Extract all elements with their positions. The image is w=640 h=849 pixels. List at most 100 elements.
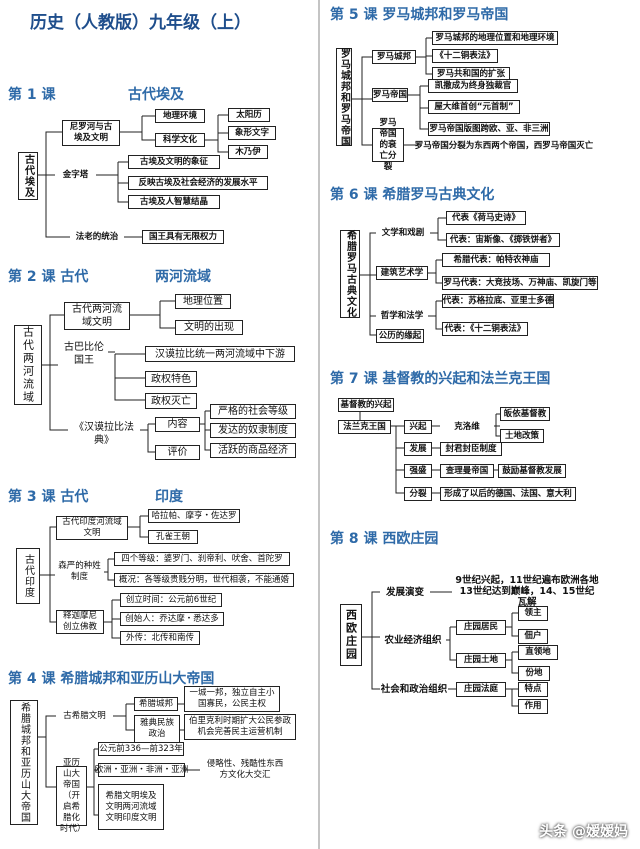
l8-node-agriculture: 农业经济组织 [380, 633, 446, 648]
l8-node-land: 庄园土地 [456, 653, 506, 668]
lesson-7-heading: 第 7 课 基督教的兴起和法兰克王国 [330, 371, 551, 387]
l6-root: 希腊罗马古典文化 [340, 230, 360, 318]
l2-node-location: 地理位置 [175, 294, 231, 309]
l2-node-origin: 文明的出现 [175, 320, 243, 335]
lesson-3-topic: 印度 [155, 489, 183, 505]
l4-node-impact: 侵略性、残酷性东西方文化大交汇 [200, 757, 290, 783]
lesson-3-heading: 第 3 课 古代 [8, 489, 89, 505]
l5-node-empire: 罗马帝国 [372, 88, 408, 102]
l7-node-frankish: 法兰克王国 [338, 420, 391, 434]
l6-node-parthenon: 希腊代表：帕特农神庙 [442, 253, 550, 267]
l5-node-geography: 罗马城邦的地理位置和地理环境 [432, 31, 558, 45]
l1-node-nile: 尼罗河与古埃及文明 [62, 120, 120, 146]
l7-node-land-policy: 土地改策 [500, 429, 544, 443]
l4-node-city-state: 希腊城邦 [134, 697, 178, 711]
l1-node-culture: 科学文化 [155, 133, 205, 147]
lesson-5-heading: 第 5 课 罗马城邦和罗马帝国 [330, 7, 509, 23]
l5-root: 罗马城邦和罗马帝国 [336, 48, 352, 147]
l6-node-literature: 文学和戏剧 [376, 226, 430, 240]
l2-node-slavery: 发达的奴隶制度 [210, 423, 296, 438]
l5-node-territory: 罗马帝国版图跨欧、亚、非三洲 [428, 122, 550, 136]
l7-node-clovis: 克洛维 [440, 420, 494, 434]
l3-node-caste-overview: 概况：各等级贵贱分明，世代相袭，不能通婚 [114, 573, 294, 587]
l7-node-rise: 兴起 [404, 420, 432, 434]
l8-node-plot: 份地 [518, 666, 550, 681]
l4-node-alexander: 亚历山大帝国（开启希腊化时代） [56, 758, 87, 834]
l8-node-lord: 领主 [518, 606, 548, 621]
l1-node-wisdom: 古埃及人智慧结晶 [128, 195, 220, 209]
l8-node-function: 作用 [518, 699, 548, 714]
lesson-2-topic: 两河流域 [155, 269, 211, 285]
l5-node-decline: 罗马帝国的衰亡分裂 [372, 118, 404, 172]
l8-root: 西欧庄园 [340, 604, 362, 666]
l3-root: 古代印度 [16, 548, 40, 604]
l7-node-convert: 皈依基督教 [500, 407, 550, 421]
l2-node-babylon: 古巴比伦国王 [60, 340, 108, 368]
lesson-8-heading: 第 8 课 西欧庄园 [330, 531, 439, 547]
lesson-1-heading: 第 1 课 [8, 87, 56, 103]
l1-node-symbol: 古埃及文明的象征 [128, 155, 220, 169]
l2-node-hierarchy: 严格的社会等级 [210, 404, 296, 419]
l8-node-residents: 庄园居民 [456, 620, 506, 635]
l2-node-code: 《汉谟拉比法典》 [68, 420, 140, 448]
l2-node-evaluation: 评价 [155, 445, 200, 460]
l6-node-homer: 代表《荷马史诗》 [446, 211, 526, 225]
l6-node-calendar: 公历的缘起 [376, 329, 424, 343]
l8-node-timeline: 9世纪兴起，11世纪遍布欧洲各地13世纪达到巅峰，14、15世纪瓦解 [452, 575, 602, 608]
l8-node-evolution: 发展演变 [380, 585, 430, 600]
l6-node-law: 代表：《十二铜表法》 [442, 322, 528, 336]
l8-node-social: 社会和政治组织 [380, 682, 448, 697]
lesson-2-heading: 第 2 课 古代 [8, 269, 89, 285]
l2-node-content: 内容 [155, 417, 200, 432]
l4-node-city-state-desc: 一城一邦，独立自主小国寡民，公民主权 [184, 686, 280, 712]
l1-node-calendar: 太阳历 [228, 108, 270, 122]
l2-node-regime: 政权特色 [145, 371, 197, 387]
l3-node-four-ranks: 四个等级：婆罗门、刹帝利、吠舍、首陀罗 [114, 552, 290, 566]
l3-node-buddhism: 释迦摩尼创立佛教 [56, 610, 104, 634]
page-title: 历史（人教版）九年级（上） [30, 13, 251, 33]
l1-node-pharaoh: 法老的统治 [70, 230, 124, 244]
l5-node-twelve-tables: 《十二铜表法》 [432, 49, 498, 63]
l8-node-feature: 特点 [518, 682, 548, 697]
l8-node-demesne: 直领地 [518, 645, 558, 660]
l7-node-charlemagne: 查理曼帝国 [440, 464, 494, 478]
l3-node-spread: 外传：北传和南传 [120, 631, 200, 645]
l1-node-pyramid: 金字塔 [55, 168, 96, 182]
l1-node-geography: 地理环境 [155, 109, 205, 123]
l7-node-encourage: 鼓励基督教发展 [498, 464, 566, 478]
lesson-6-heading: 第 6 课 希腊罗马古典文化 [330, 187, 495, 203]
l7-node-feudal: 封君封臣制度 [440, 442, 502, 456]
l3-node-founder: 创始人：乔达摩・悉达多 [120, 612, 224, 626]
l3-node-maurya: 孔雀王朝 [148, 530, 198, 544]
l5-node-augustus: 屋大维首创“元首制” [428, 100, 520, 114]
l1-root: 古代埃及 [18, 152, 38, 200]
l2-root: 古代两河流域 [14, 325, 42, 405]
l4-node-period: 公元前336—前323年 [98, 742, 184, 756]
l1-node-economy: 反映古埃及社会经济的发展水平 [128, 176, 268, 190]
lesson-1-topic: 古代埃及 [128, 87, 184, 103]
l2-node-commerce: 活跃的商品经济 [210, 443, 296, 458]
l4-node-pericles: 伯里克利时期扩大公民参政机会完善民主运营机制 [184, 714, 296, 740]
l6-node-socrates: 代表：苏格拉底、亚里士多德 [442, 294, 554, 308]
l4-node-athens: 雅典民族政治 [134, 715, 180, 743]
l6-node-zeus: 代表：宙斯像、《掷铁饼者》 [446, 233, 560, 247]
l5-node-split: 罗马帝国分裂为东西两个帝国，西罗马帝国灭亡 [415, 139, 593, 153]
l7-node-prosper: 强盛 [404, 464, 432, 478]
l1-node-power: 国王具有无限权力 [142, 230, 224, 244]
l4-node-greek: 古希腊文明 [56, 709, 113, 723]
l7-node-divide: 分裂 [404, 487, 432, 501]
l3-node-indus: 古代印度河流域文明 [56, 516, 128, 540]
l7-node-result: 形成了以后的德国、法国、意大利 [440, 487, 576, 501]
l2-node-civilization: 古代两河流域文明 [64, 302, 130, 330]
l5-node-caesar: 凯撒成为终身独裁官 [428, 79, 518, 93]
l4-node-continents: 欧洲・亚洲・非洲・亚洲 [95, 763, 188, 777]
watermark: 头条 @嫒嫒妈 [539, 824, 628, 840]
l7-node-christianity: 基督教的兴起 [338, 398, 394, 412]
l2-node-unify: 汉谟拉比统一两河流域中下游 [145, 346, 295, 362]
l2-node-fall: 政权灭亡 [145, 393, 197, 409]
l6-node-architecture: 建筑艺术学 [376, 266, 428, 280]
l7-node-develop: 发展 [404, 442, 432, 456]
l5-node-rome-city: 罗马城邦 [372, 50, 416, 64]
l1-node-hieroglyph: 象形文字 [228, 126, 276, 140]
l8-node-court: 庄园法庭 [456, 682, 506, 697]
